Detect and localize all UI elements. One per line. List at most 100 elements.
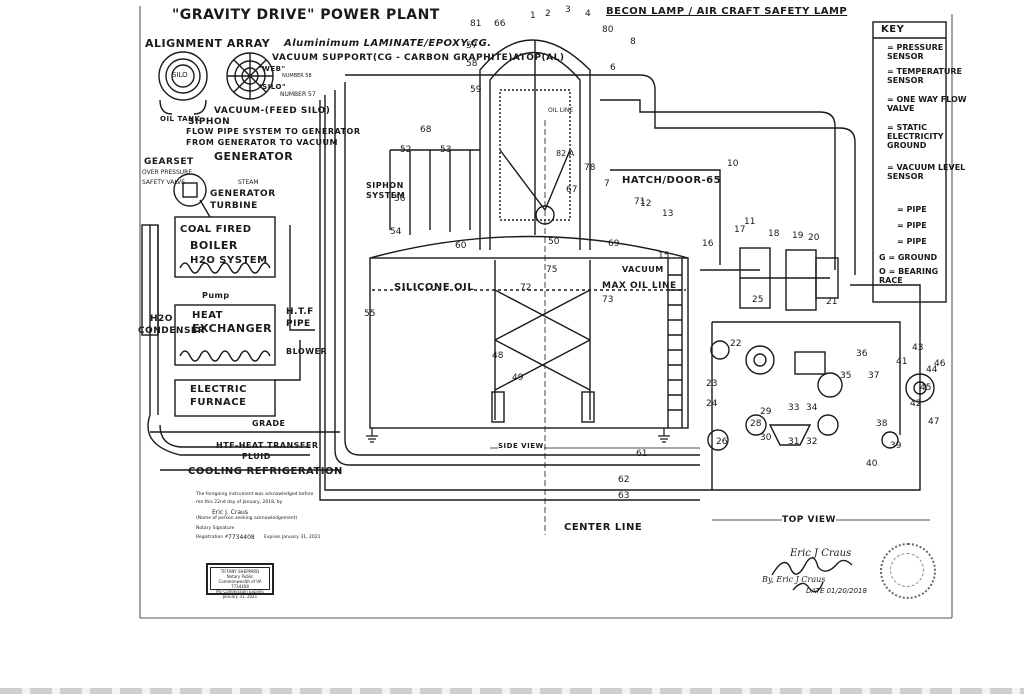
silo-icon-label: SILO <box>172 71 188 79</box>
ref-number: 2 <box>545 9 551 19</box>
notary-seal <box>880 543 936 599</box>
key-pipe-2: = PIPE <box>897 221 927 230</box>
siphon-system-label-1: SIPHON <box>366 181 404 190</box>
silo-label: "SILO" <box>258 83 287 91</box>
ref-number: 54 <box>390 227 402 237</box>
scan-edge <box>0 688 1024 694</box>
ref-number: 78 <box>584 163 596 173</box>
furnace-label: FURNACE <box>190 397 247 408</box>
notary-name: Eric J. Craus <box>212 509 248 516</box>
key-static-ground: = STATIC ELECTRICITY GROUND <box>887 123 944 150</box>
ref-number: 66 <box>494 19 506 29</box>
ref-number: 29 <box>760 407 772 417</box>
stamp-line-1: TIFFANY SHEPPARD <box>220 569 260 574</box>
ref-number: 55 <box>364 309 376 319</box>
ref-number: 37 <box>868 371 880 381</box>
gen-turbine-label-2: TURBINE <box>210 201 258 211</box>
flow-label-2: FROM GENERATOR TO VACUUM <box>186 138 339 147</box>
stamp-line-2: Notary Public <box>226 574 254 579</box>
signature-by: By, Eric J Craus <box>762 575 826 584</box>
ref-number: 43 <box>912 343 924 353</box>
notary-registration-number: 7734408 <box>228 534 255 541</box>
center-line-label: CENTER LINE <box>564 522 643 533</box>
ref-number: 81 <box>470 19 482 29</box>
hatch-label: HATCH/DOOR-65 <box>622 175 722 186</box>
ref-number: 25 <box>752 295 764 305</box>
vacuum-support-label: VACUUM SUPPORT(CG - CARBON GRAPHITE)ATOP… <box>272 53 565 63</box>
signature-date: DATE 01/20/2018 <box>806 587 867 595</box>
ref-number: 71 <box>634 197 646 207</box>
ref-number: 24 <box>706 399 718 409</box>
electric-label: ELECTRIC <box>190 384 247 395</box>
ref-number: 48 <box>492 351 504 361</box>
notary-expires: Expires January 31, 2021 <box>264 535 321 540</box>
ref-number: 3 <box>565 5 571 15</box>
generator-icon <box>173 173 207 207</box>
key-ground: G = GROUND <box>879 253 938 262</box>
ref-number: 10 <box>727 159 739 169</box>
oil-line-label: OIL LINE <box>548 107 574 114</box>
gearset-label: GEARSET <box>144 157 194 167</box>
oil-tank-label: OIL TANK <box>160 115 201 123</box>
ref-number: 44 <box>926 365 938 375</box>
key-temperature-sensor: = TEMPERATURE SENSOR <box>887 67 963 85</box>
siphon-label: SIPHON <box>188 117 231 127</box>
ref-number: 33 <box>788 403 800 413</box>
ref-number: 41 <box>896 357 908 367</box>
ref-number: 67 <box>566 185 578 195</box>
ref-number: 23 <box>706 379 718 389</box>
stamp-line-5: My Commission Expires January 31, 2021 <box>216 589 264 599</box>
side-view-label: SIDE VIEW <box>498 442 544 451</box>
ref-number: 21 <box>826 297 838 307</box>
ref-number: 58 <box>466 59 478 69</box>
vacuum-label: VACUUM <box>622 265 664 274</box>
ref-number: 17 <box>734 225 746 235</box>
stamp-line-3: Commonwealth of VA <box>218 579 262 584</box>
ref-number: 59 <box>470 85 482 95</box>
ref-number: 1 <box>530 11 536 21</box>
web-number: NUMBER 58 <box>282 73 312 79</box>
ref-number: 47 <box>928 417 940 427</box>
over-pressure-label: OVER PRESSURE <box>142 169 193 176</box>
ref-number: 7 <box>604 179 610 189</box>
coal-fired-label: COAL FIRED <box>180 224 252 235</box>
ref-number: 75 <box>546 265 558 275</box>
h2o-label: H2O <box>150 314 173 324</box>
ref-number: 39 <box>890 441 902 451</box>
notary-stamp: TIFFANY SHEPPARD Notary Public Commonwea… <box>206 563 274 599</box>
beacon-label: BECON LAMP / AIR CRAFT SAFETY LAMP <box>606 6 848 17</box>
main-tank <box>369 257 689 429</box>
safety-valve-label: SAFETY VALVE <box>142 179 185 186</box>
a82-label: 82 A <box>556 149 575 158</box>
blower-label: BLOWER <box>286 347 328 356</box>
ref-number: 16 <box>702 239 714 249</box>
htf-pipe-label: PIPE <box>286 319 311 329</box>
ref-number: 22 <box>730 339 742 349</box>
notary-line-3: (Name of person seeking acknowledgement) <box>196 516 298 521</box>
silicone-oil-label: SILICONE OIL <box>394 282 475 293</box>
silo-number: NUMBER 57 <box>280 91 316 98</box>
siphon-system-label-2: SYSTEM <box>366 191 406 200</box>
ref-number: 34 <box>806 403 818 413</box>
notary-line-2: me this 22nd day of January, 2018, by <box>196 500 283 505</box>
ref-number: 18 <box>768 229 780 239</box>
htf-fluid-label-1: HTF-HEAT TRANSFER <box>216 441 319 450</box>
max-oil-label: MAX OIL LINE <box>602 281 677 291</box>
page-title: "GRAVITY DRIVE" POWER PLANT <box>172 7 440 23</box>
htf-fluid-label-2: FLUID <box>242 452 271 461</box>
ref-number: 72 <box>520 283 532 293</box>
ref-number: 62 <box>618 475 630 485</box>
ref-number: 11 <box>744 217 756 227</box>
key-pipe-1: = PIPE <box>897 205 927 214</box>
web-label: "WEB" <box>258 65 286 73</box>
alignment-label: ALIGNMENT ARRAY <box>145 37 271 50</box>
generator-label: GENERATOR <box>214 150 294 163</box>
gen-turbine-label-1: GENERATOR <box>210 189 276 199</box>
ref-number: 50 <box>548 237 560 247</box>
ref-number: 63 <box>618 491 630 501</box>
heat-label: HEAT <box>192 310 223 321</box>
notary-registration-label: Registration # <box>196 535 229 540</box>
ref-number: 28 <box>750 419 762 429</box>
ref-number: 57 <box>466 41 478 51</box>
